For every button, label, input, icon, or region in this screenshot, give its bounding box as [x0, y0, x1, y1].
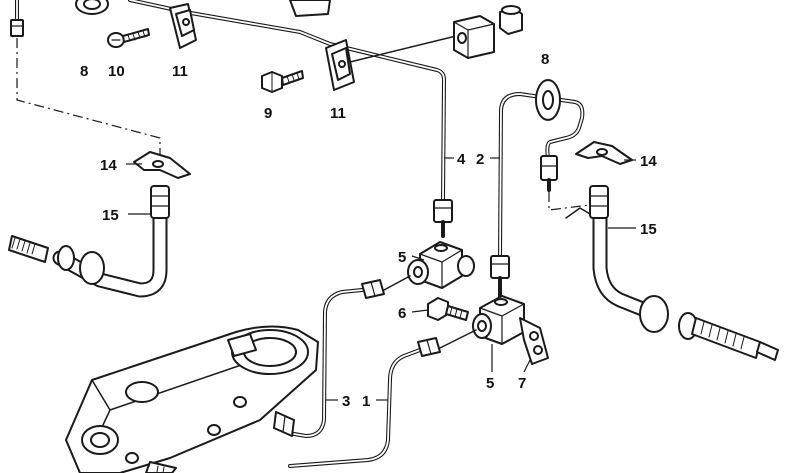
label-15-left: 15 [102, 207, 119, 224]
label-8-left: 8 [80, 63, 88, 80]
screw-10 [107, 28, 150, 48]
fitting-pipe-2-right [540, 155, 558, 192]
clip-top-center [289, 0, 331, 17]
label-2: 2 [476, 151, 484, 168]
label-5-upper: 5 [398, 249, 406, 266]
bracket-block [453, 15, 495, 59]
label-14-left: 14 [100, 157, 117, 174]
label-5-lower: 5 [486, 375, 494, 392]
dashed-connector-left [16, 38, 161, 170]
pipe-3 [273, 275, 411, 438]
distributor-5-lower [472, 295, 525, 345]
label-11-left: 11 [172, 63, 188, 80]
bleeder-screw-6 [427, 297, 469, 321]
fitting-pipe-4 [433, 199, 453, 238]
main-brake-line-top [128, 0, 446, 202]
bracket-7 [519, 317, 549, 365]
label-8-right: 8 [541, 51, 549, 68]
bracket-rail [349, 35, 457, 63]
hose-bracket-14-left [133, 151, 191, 179]
label-4: 4 [457, 151, 466, 168]
brake-hose-15-right [565, 185, 779, 361]
distributor-5-upper [407, 241, 475, 289]
leader-lines [126, 157, 636, 401]
brake-hose-15-left [8, 185, 170, 298]
label-7: 7 [518, 375, 526, 392]
clip-11-left [169, 3, 197, 49]
grommet-right [535, 79, 561, 121]
label-6: 6 [398, 305, 406, 322]
label-10: 10 [108, 63, 125, 80]
grommet-left [75, 0, 109, 15]
hose-bracket-14-right [575, 141, 633, 165]
pipe-1 [288, 329, 477, 468]
label-9: 9 [264, 105, 272, 122]
clip-11-right [325, 39, 355, 91]
label-1: 1 [362, 393, 370, 410]
master-cylinder [65, 325, 319, 473]
pipe-2 [498, 92, 585, 260]
label-3: 3 [342, 393, 350, 410]
bolt-9 [261, 70, 304, 93]
left-pipe-end-fitting [10, 0, 24, 37]
label-15-right: 15 [640, 221, 657, 238]
label-14-right: 14 [640, 153, 657, 170]
fitting-pipe-2-bottom [490, 255, 510, 298]
label-11-right: 11 [330, 105, 346, 122]
sleeve-top-right [499, 5, 523, 35]
